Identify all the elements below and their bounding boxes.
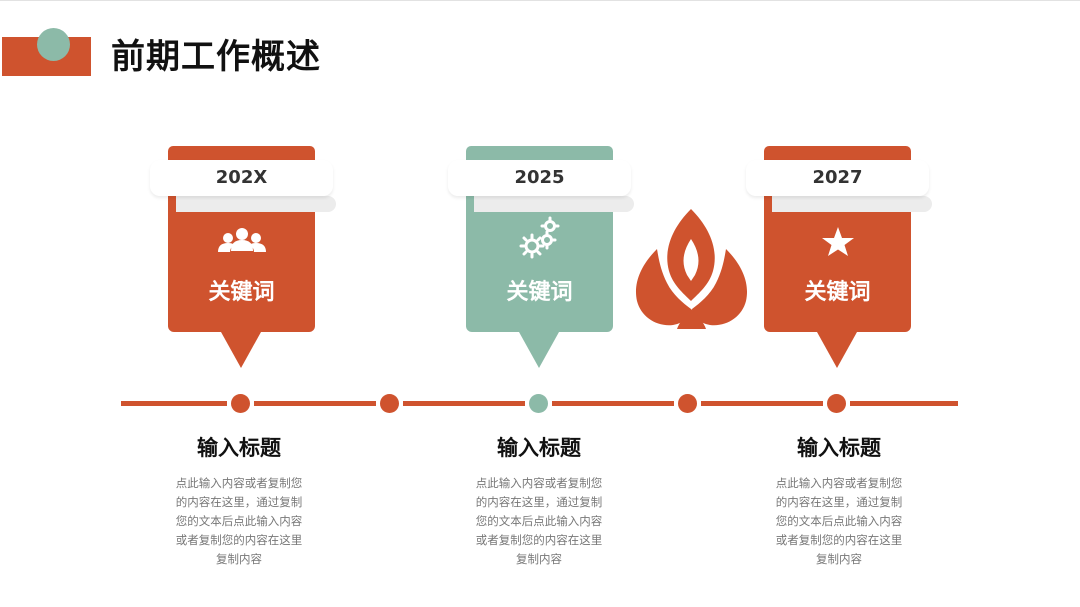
keyword-label: 关键词 xyxy=(208,280,275,305)
column-body: 点此输入内容或者复制您的内容在这里，通过复制您的文本后点此输入内容或者复制您的内… xyxy=(475,476,603,566)
timeline-dot xyxy=(529,394,548,413)
column-body: 点此输入内容或者复制您的内容在这里，通过复制您的文本后点此输入内容或者复制您的内… xyxy=(775,476,903,566)
column-heading: 输入标题 xyxy=(497,436,581,460)
card-pointer xyxy=(817,332,857,368)
card-top-strip xyxy=(168,146,315,160)
year-label: 2025 xyxy=(448,160,631,196)
column-heading: 输入标题 xyxy=(797,436,881,460)
card-pointer xyxy=(221,332,261,368)
keyword-label: 关键词 xyxy=(804,280,871,305)
timeline-line xyxy=(121,401,227,406)
content-column-2: 输入标题 点此输入内容或者复制您的内容在这里，通过复制您的文本后点此输入内容或者… xyxy=(474,433,604,569)
year-label: 202X xyxy=(150,160,333,196)
card-body xyxy=(168,188,315,332)
star-icon xyxy=(822,227,854,256)
page-title: 前期工作概述 xyxy=(111,37,321,77)
year-label: 2027 xyxy=(746,160,929,196)
timeline-dot xyxy=(231,394,250,413)
card-body xyxy=(764,188,911,332)
timeline-line xyxy=(701,401,823,406)
content-column-3: 输入标题 点此输入内容或者复制您的内容在这里，通过复制您的文本后点此输入内容或者… xyxy=(774,433,904,569)
people-icon xyxy=(218,228,266,252)
flame-logo-icon xyxy=(635,209,748,329)
card-body xyxy=(466,188,613,332)
column-body: 点此输入内容或者复制您的内容在这里，通过复制您的文本后点此输入内容或者复制您的内… xyxy=(175,476,303,566)
column-heading: 输入标题 xyxy=(197,436,281,460)
header-accent-circle xyxy=(37,28,70,61)
tab-shadow xyxy=(772,196,932,212)
timeline-line xyxy=(254,401,376,406)
card-top-strip xyxy=(764,146,911,160)
tab-shadow xyxy=(474,196,634,212)
timeline-dot xyxy=(380,394,399,413)
card-pointer xyxy=(519,332,559,368)
timeline-dot xyxy=(678,394,697,413)
card-top-strip xyxy=(466,146,613,160)
timeline-line xyxy=(552,401,674,406)
timeline-dot xyxy=(827,394,846,413)
timeline-line xyxy=(850,401,958,406)
content-column-1: 输入标题 点此输入内容或者复制您的内容在这里，通过复制您的文本后点此输入内容或者… xyxy=(174,433,304,569)
keyword-label: 关键词 xyxy=(506,280,573,305)
timeline-line xyxy=(403,401,525,406)
tab-shadow xyxy=(176,196,336,212)
gears-icon xyxy=(519,216,560,259)
